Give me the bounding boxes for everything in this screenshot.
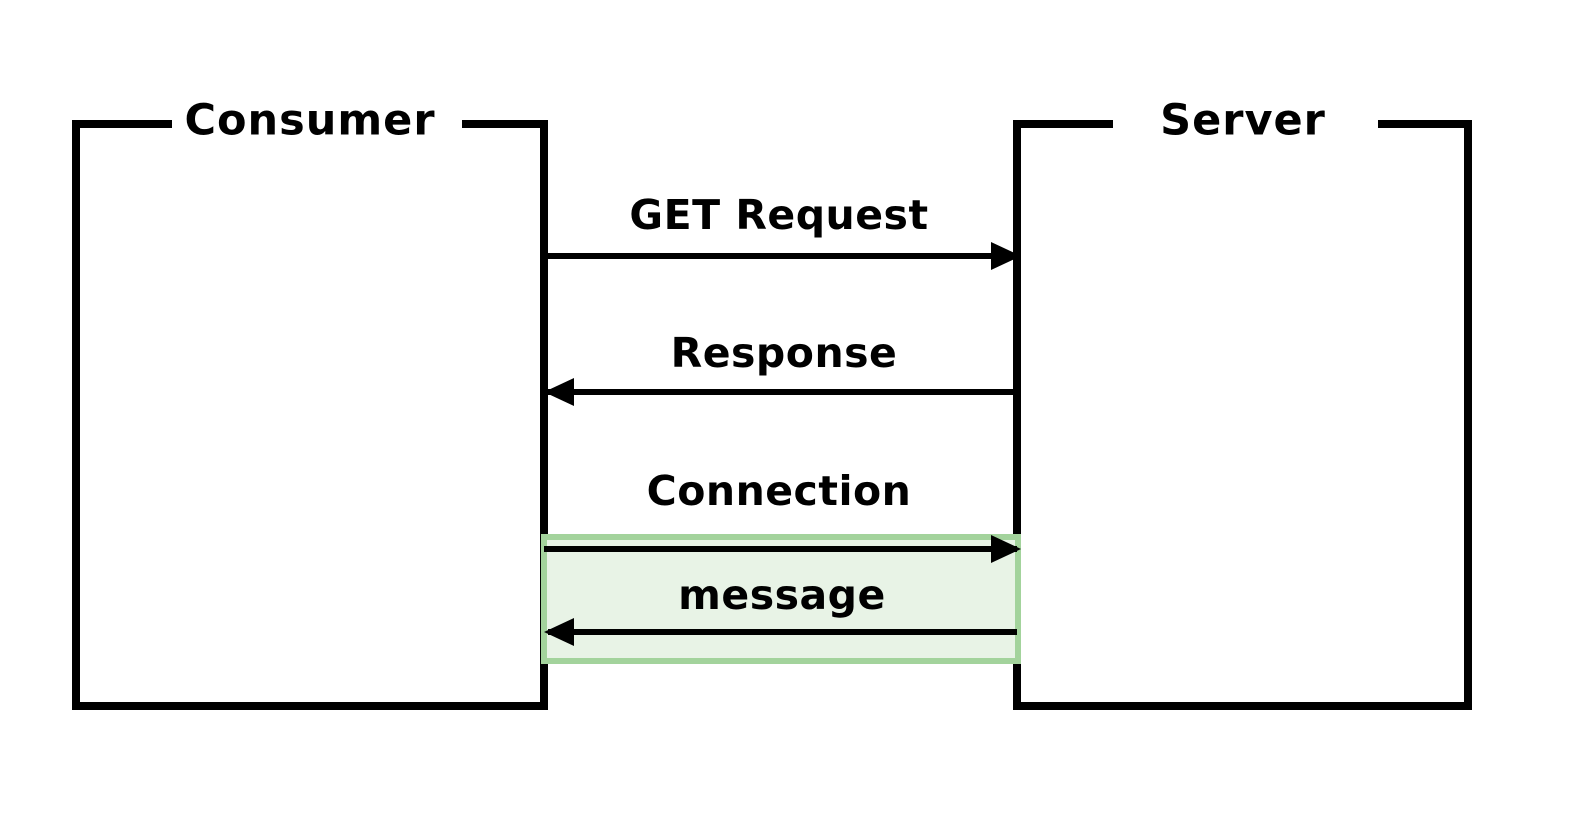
lifeline-server	[1013, 120, 1021, 710]
arrowhead-right-connection	[991, 535, 1021, 563]
message-label-message: message	[678, 571, 886, 619]
server-box-top-right-edge	[1378, 120, 1472, 128]
message-line-message	[548, 629, 1017, 635]
server-box-top-left-edge	[1013, 120, 1113, 128]
consumer-box-left-edge	[72, 120, 80, 710]
message-label-connection: Connection	[646, 467, 912, 515]
server-box-bottom-edge	[1013, 702, 1472, 710]
consumer-box-top-right-edge	[462, 120, 548, 128]
message-label-response: Response	[670, 329, 898, 377]
message-label-get-request: GET Request	[629, 191, 929, 239]
consumer-box-bottom-edge	[72, 702, 548, 710]
highlight-region-websocket-loop	[541, 534, 1021, 664]
message-line-response	[548, 389, 1017, 395]
arrowhead-left-response	[544, 378, 574, 406]
lifeline-consumer	[540, 120, 548, 710]
server-box-right-edge	[1464, 120, 1472, 710]
participant-box-server[interactable]	[1013, 120, 1472, 710]
consumer-box-top-left-edge	[72, 120, 172, 128]
message-line-connection	[544, 546, 1017, 552]
arrowhead-left-message	[544, 618, 574, 646]
participant-box-consumer[interactable]	[72, 120, 548, 710]
participant-label-consumer: Consumer	[174, 99, 446, 143]
message-line-get-request	[544, 253, 1017, 259]
participant-label-server: Server	[1150, 99, 1336, 143]
arrowhead-right-get-request	[991, 242, 1021, 270]
